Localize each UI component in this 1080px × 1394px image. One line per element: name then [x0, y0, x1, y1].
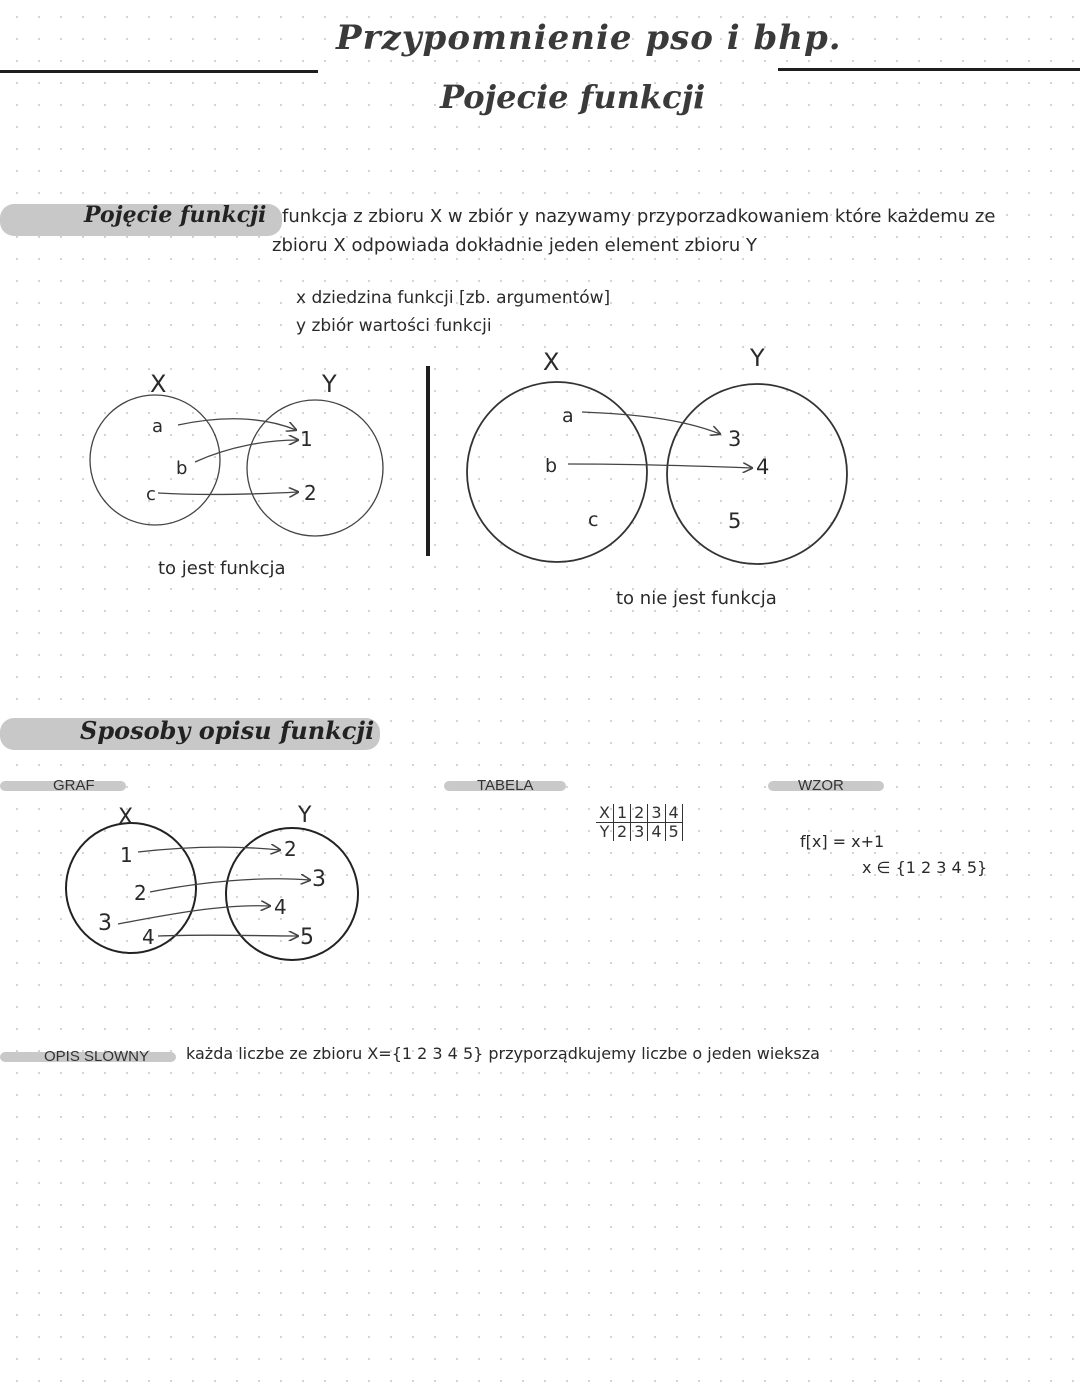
y-element-2: 2: [304, 481, 317, 505]
set-y-label: Y: [297, 803, 312, 828]
x-element-3: 3: [98, 911, 112, 936]
table-cell: 2: [613, 822, 632, 841]
verbal-tag-bar: [0, 1052, 176, 1062]
function-caption: to jest funkcja: [158, 558, 286, 579]
x-element-4: 4: [142, 925, 155, 949]
arrow-3-4: [117, 906, 270, 925]
set-x-circle: [65, 822, 197, 954]
x-element-c: c: [588, 509, 598, 531]
arrow-2-3: [149, 879, 310, 893]
function-example-diagram: X Y a b c 1 2: [89, 370, 384, 537]
table-cell: 4: [647, 822, 666, 841]
x-element-2: 2: [134, 881, 147, 905]
table-row-x-label: X: [596, 804, 614, 823]
formula-tag: WZOR: [798, 777, 844, 794]
x-element-b: b: [545, 455, 557, 477]
x-element-b: b: [176, 458, 187, 479]
value-table: X 1 2 3 4 Y 2 3 4 5: [596, 804, 683, 841]
graph-tag-bar: [0, 781, 126, 791]
set-y-label: Y: [321, 370, 337, 398]
definition-line-1: funkcja z zbioru X w zbiór y nazywamy pr…: [282, 206, 996, 227]
arrow-a-1: [177, 418, 296, 430]
domain-note: x dziedzina funkcji [zb. argumentów]: [296, 288, 611, 308]
table-cell: 3: [630, 822, 649, 841]
x-element-1: 1: [120, 843, 133, 867]
arrow-4-5: [157, 935, 298, 936]
definition-label: Pojęcie funkcji: [84, 202, 267, 228]
table-tag-bar: [444, 781, 566, 791]
methods-highlight: [0, 718, 380, 750]
table-cell: 3: [647, 804, 666, 823]
set-y-circle: [225, 827, 359, 961]
y-element-2: 2: [284, 837, 297, 861]
verbal-description: każda liczbe ze zbioru X={1 2 3 4 5} prz…: [186, 1044, 820, 1063]
formula-line-2: x ∈ {1 2 3 4 5}: [862, 858, 988, 877]
arrow-c-2: [157, 492, 298, 495]
set-x-label: X: [543, 348, 559, 376]
y-element-3: 3: [728, 427, 741, 451]
definition-line-2: zbioru X odpowiada dokładnie jeden eleme…: [272, 235, 757, 256]
arrow-1-2: [137, 847, 280, 852]
header-rule-left: [0, 70, 318, 73]
range-note: y zbiór wartości funkcji: [296, 316, 492, 336]
table-row-y-label: Y: [596, 822, 614, 841]
x-element-a: a: [152, 416, 163, 437]
set-x-circle: [89, 394, 221, 526]
header-rule-right: [778, 68, 1080, 71]
y-element-4: 4: [274, 895, 287, 919]
set-x-label: X: [150, 370, 166, 398]
x-element-c: c: [146, 484, 156, 505]
arrow-b-4: [567, 464, 752, 468]
y-element-5: 5: [728, 509, 741, 533]
arrow-a-3: [581, 411, 720, 434]
y-element-3: 3: [312, 867, 326, 892]
y-element-4: 4: [756, 455, 769, 479]
verbal-tag: OPIS SLOWNY: [44, 1048, 150, 1065]
y-element-5: 5: [300, 925, 314, 950]
set-x-label: X: [118, 805, 133, 830]
y-element-1: 1: [300, 427, 313, 451]
not-function-caption: to nie jest funkcja: [616, 588, 777, 609]
table-cell: 2: [630, 804, 649, 823]
table-cell: 5: [665, 822, 683, 841]
table-tag: TABELA: [477, 777, 534, 794]
graph-tag: GRAF: [53, 777, 95, 794]
page-title: Przypomnienie pso i bhp.: [336, 18, 842, 58]
table-cell: 1: [613, 804, 632, 823]
set-y-circle: [246, 399, 384, 537]
page-subtitle: Pojecie funkcji: [440, 78, 706, 116]
formula-line-1: f[x] = x+1: [800, 832, 885, 851]
set-y-label: Y: [749, 344, 765, 372]
arrow-b-1: [194, 440, 298, 463]
not-function-example-diagram: X Y a b c 3 4 5: [466, 344, 848, 565]
set-x-circle: [466, 381, 648, 563]
graph-method-diagram: X Y 1 2 3 4 2 3 4 5: [65, 803, 359, 961]
definition-highlight: [0, 204, 282, 236]
methods-heading: Sposoby opisu funkcji: [80, 716, 375, 745]
set-y-circle: [666, 383, 848, 565]
table-cell: 4: [665, 804, 683, 823]
formula-tag-bar: [768, 781, 884, 791]
x-element-a: a: [562, 405, 574, 427]
